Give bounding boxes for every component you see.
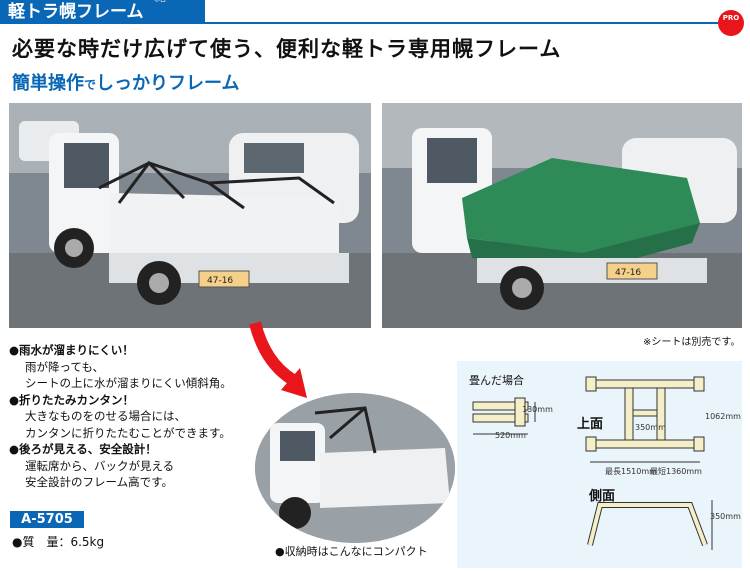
top-inner-label: 350mm xyxy=(635,423,666,432)
feature-heading: ●後ろが見える、安全設計！ xyxy=(9,442,157,456)
feature-line: 運転席から、バックが見える xyxy=(25,458,175,473)
product-title: 軽トラ幌フレーム xyxy=(8,2,144,22)
plate-number-open: 47-16 xyxy=(207,276,233,286)
headline: 必要な時だけ広げて使う、便利な軽トラ専用幌フレーム xyxy=(12,37,562,61)
feature-line: 雨が降っても、 xyxy=(25,359,105,374)
top-width-max-label: 最長1510mm xyxy=(605,467,657,476)
product-weight: ●質 量：6.5kg xyxy=(12,535,105,549)
folded-frame-drawing xyxy=(472,397,536,435)
pro-badge: PRO xyxy=(718,10,744,36)
folded-width-label: 520mm xyxy=(495,431,526,440)
top-width-min-label: 最短1360mm xyxy=(650,467,702,476)
side-height-label: 350mm xyxy=(710,512,741,521)
top-length-label: 1062mm xyxy=(705,412,741,421)
svg-text:47-16: 47-16 xyxy=(615,268,641,278)
features-list: ●雨水が溜まりにくい！ 雨が降っても、 シートの上に水が溜まりにくい傾斜角。 ●… xyxy=(9,342,232,491)
product-code: A-5705 xyxy=(10,511,84,528)
header-rule xyxy=(205,22,725,24)
folded-title: 畳んだ場合 xyxy=(469,374,524,387)
side-view-label: 側面 xyxy=(589,489,616,504)
photo-with-sheet: 47-16 xyxy=(382,103,742,328)
feature-line: 安全設計のフレーム高です。 xyxy=(25,475,174,489)
subheadline: 簡単操作でしっかりフレーム xyxy=(12,73,240,94)
stored-caption: ●収納時はこんなにコンパクト xyxy=(275,545,428,558)
dimension-diagram xyxy=(457,361,742,568)
top-view-drawing xyxy=(585,376,705,463)
feature-heading: ●折りたたみカンタン！ xyxy=(9,392,135,407)
sheet-sold-separately-note: ※シートは別売です。 xyxy=(643,337,741,348)
photo-stored xyxy=(255,393,455,543)
title-furigana: ホロ xyxy=(154,0,167,4)
arrow-icon xyxy=(249,321,307,398)
top-view-label: 上面 xyxy=(577,417,604,432)
photo-frame-open: 47-16 xyxy=(9,103,371,328)
feature-heading: ●雨水が溜まりにくい！ xyxy=(9,343,134,357)
side-view-drawing xyxy=(587,500,713,550)
feature-line: 大きなものをのせる場合には、 xyxy=(25,409,186,423)
feature-line: カンタンに折りたたむことができます。 xyxy=(25,425,231,440)
product-title-bar: 軽トラ幌フレーム ホロ xyxy=(0,0,205,24)
folded-height-label: 130mm xyxy=(522,405,553,414)
feature-line: シートの上に水が溜まりにくい傾斜角。 xyxy=(25,376,232,390)
